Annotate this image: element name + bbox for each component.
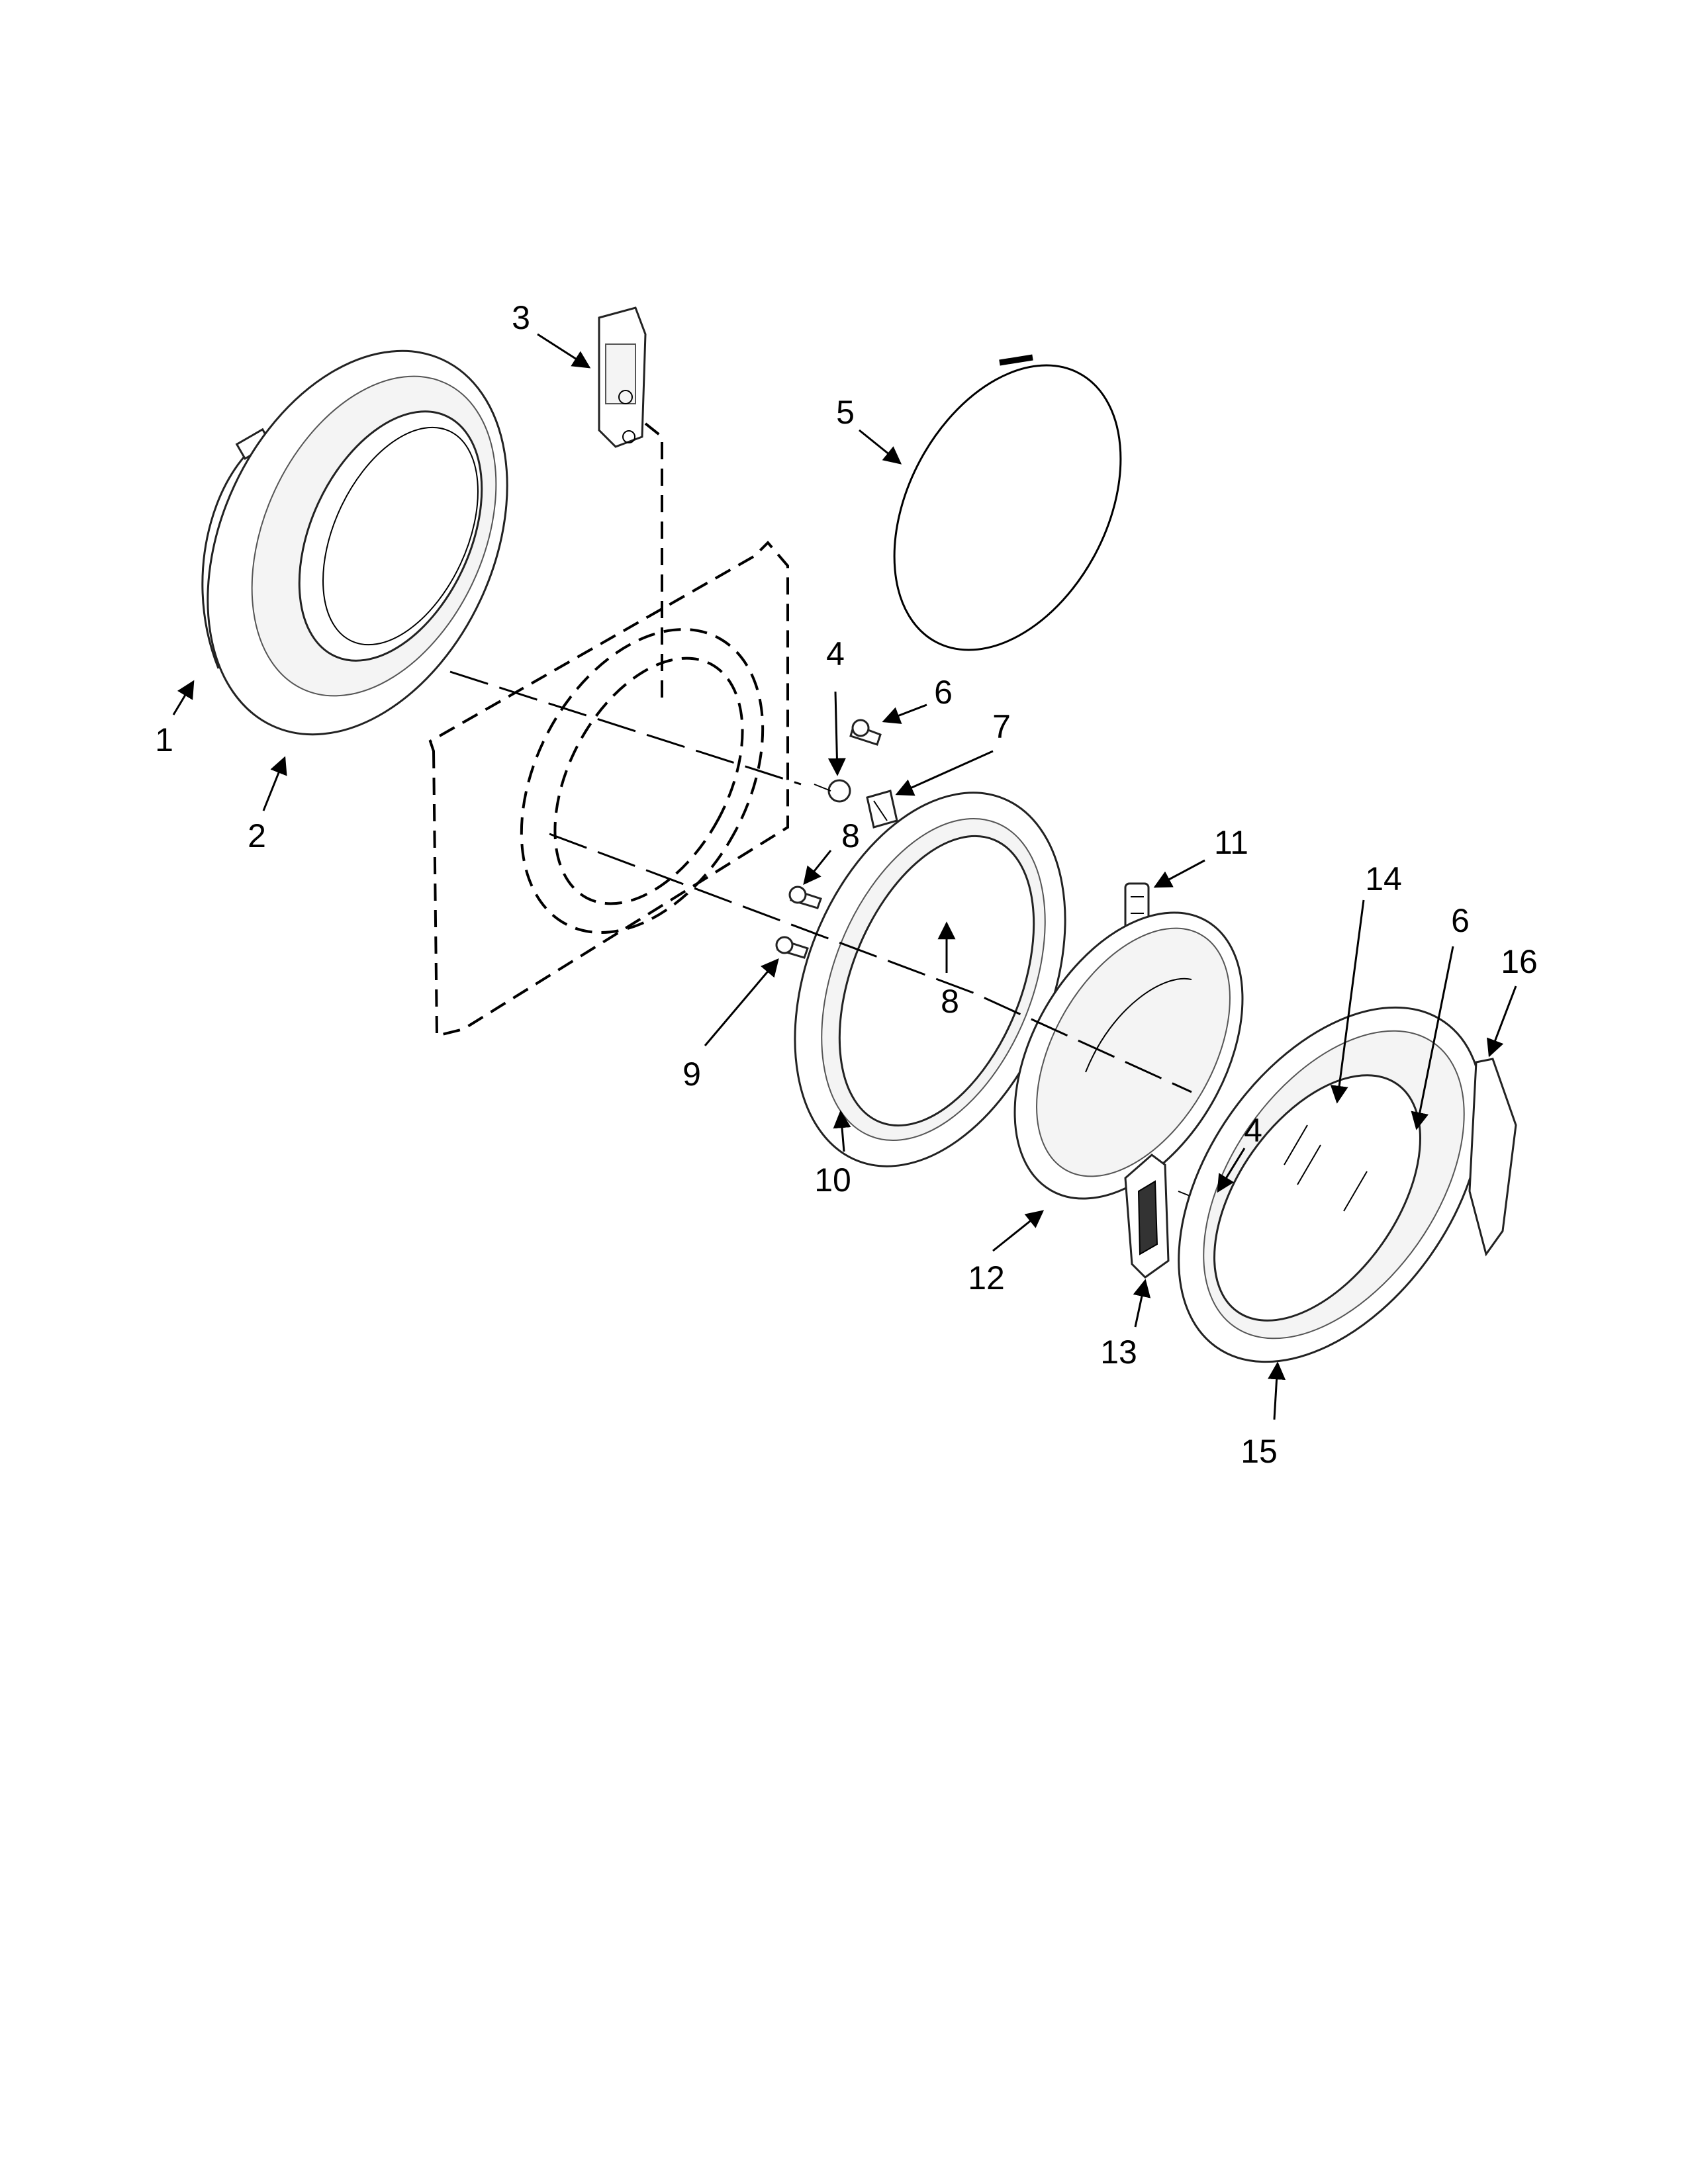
callout-6b: 6	[1451, 902, 1470, 939]
part-10-inner-ring[interactable]	[743, 752, 1117, 1206]
assembly-centerline	[449, 670, 1192, 1093]
part-4-screw-upper[interactable]	[814, 779, 851, 803]
callout-labels: 1 2 3 4 4 5 6 6 7 8 8 9 10 11 12 13 14 1…	[155, 299, 1538, 1470]
part-9-screw[interactable]	[775, 936, 809, 959]
callout-10: 10	[814, 1161, 851, 1199]
part-13-handle[interactable]	[1124, 1154, 1170, 1279]
part-3-door-lock[interactable]	[598, 306, 647, 448]
callout-13: 13	[1100, 1334, 1137, 1371]
callout-12: 12	[968, 1259, 1005, 1297]
part-2-door-boot[interactable]	[149, 302, 565, 783]
part-16-hinge-cover[interactable]	[1468, 1058, 1517, 1257]
callout-8a: 8	[841, 817, 860, 854]
callout-14: 14	[1365, 860, 1402, 897]
cabinet-front-outline	[428, 541, 789, 1038]
part-8-screw-left[interactable]	[788, 886, 822, 909]
callout-2: 2	[248, 817, 266, 854]
callout-5: 5	[836, 394, 855, 431]
callout-11: 11	[1214, 824, 1248, 861]
callout-7: 7	[992, 708, 1011, 745]
part-5-wire-spring[interactable]	[849, 327, 1167, 689]
part-7-strike[interactable]	[866, 790, 898, 829]
callout-16: 16	[1501, 943, 1538, 980]
callout-4a: 4	[826, 635, 845, 672]
callout-6a: 6	[934, 674, 953, 711]
part-15-outer-door[interactable]	[1116, 952, 1544, 1418]
callout-9: 9	[682, 1056, 701, 1093]
part-12-door-glass[interactable]	[968, 873, 1289, 1238]
callout-15: 15	[1241, 1433, 1278, 1470]
callout-4b: 4	[1244, 1112, 1262, 1149]
callout-8b: 8	[941, 983, 959, 1020]
callout-1: 1	[155, 721, 173, 758]
part-3-wire	[644, 422, 663, 702]
callout-arrows	[172, 333, 1517, 1420]
part-6-screw-upper[interactable]	[849, 719, 882, 746]
callout-3: 3	[512, 299, 530, 336]
